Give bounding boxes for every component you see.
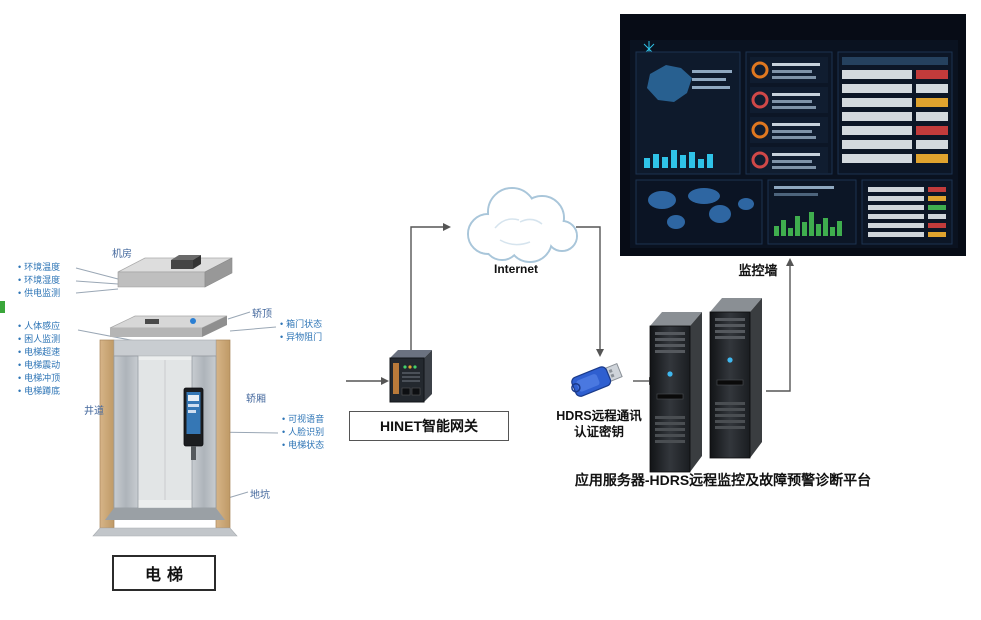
sensor-label: 可视语音 xyxy=(288,414,325,424)
sensor-label: 异物阻门 xyxy=(286,332,323,342)
wall-panel-worldmap xyxy=(635,179,763,245)
auth-key-label-line1: HDRS远程通讯 xyxy=(556,409,642,423)
door-label-list: 箱门状态 异物阻门 xyxy=(280,318,322,344)
sensor-item: 电梯状态 xyxy=(282,439,324,452)
monitoring-wall-image xyxy=(620,14,966,256)
bullet-icon xyxy=(18,372,21,385)
sensor-item: 人脸识别 xyxy=(282,426,324,439)
sensor-item: 电梯超速 xyxy=(18,346,60,359)
bullet-icon xyxy=(18,385,21,398)
sensor-label: 电梯冲顶 xyxy=(24,373,61,383)
wall-panel-list xyxy=(745,51,833,175)
door-panel-left xyxy=(113,355,139,509)
elevator-cab xyxy=(92,339,238,537)
gateway-port xyxy=(401,387,411,396)
gateway-port xyxy=(411,387,421,396)
shaft-sensor-list: 人体感应 困人监测 电梯超速 电梯震动 电梯冲顶 电梯蹲底 xyxy=(18,320,60,398)
internet-cloud-icon xyxy=(467,187,578,263)
sensor-item: 困人监测 xyxy=(18,333,60,346)
auth-key-label-line2: 认证密钥 xyxy=(573,425,624,439)
shaft-label: 井道 xyxy=(84,406,104,417)
car-label-list: 可视语音 人脸识别 电梯状态 xyxy=(282,413,324,452)
bullet-icon xyxy=(282,439,285,452)
sensor-item: 环境温度 xyxy=(18,261,60,274)
server-label: 应用服务器-HDRS远程监控及故障预警诊断平台 xyxy=(574,472,872,488)
usb-key-icon xyxy=(571,362,623,397)
sensor-item: 电梯蹲底 xyxy=(18,385,60,398)
bullet-icon xyxy=(282,426,285,439)
sensor-label: 电梯蹲底 xyxy=(24,386,61,396)
bullet-icon xyxy=(282,413,285,426)
pit-label: 地坑 xyxy=(250,490,270,501)
gateway-device xyxy=(389,350,432,403)
sensor-label: 箱门状态 xyxy=(286,319,323,329)
wall-panel-barchart xyxy=(767,179,857,245)
sensor-label: 电梯震动 xyxy=(24,360,61,370)
sensor-label: 电梯超速 xyxy=(24,347,61,357)
sensor-label: 电梯状态 xyxy=(288,440,325,450)
bullet-icon xyxy=(18,261,21,274)
bullet-icon xyxy=(18,346,21,359)
edge-artifact xyxy=(0,301,5,313)
gateway-label-box: HINET智能网关 xyxy=(349,411,509,441)
line-gateway-to-internet xyxy=(410,226,443,350)
bullet-icon xyxy=(18,287,21,300)
bullet-icon xyxy=(18,333,21,346)
server-tower-right xyxy=(709,298,762,459)
sensor-item: 供电监测 xyxy=(18,287,60,300)
server-towers-icon xyxy=(649,298,762,473)
wall-panel-table xyxy=(837,51,953,175)
sensor-item: 异物阻门 xyxy=(280,331,322,344)
bullet-icon xyxy=(18,274,21,287)
machine-room-slab xyxy=(117,255,233,288)
elevator-illustration xyxy=(92,255,238,537)
elevator-title-box: 电梯 xyxy=(112,555,216,591)
cab-floor xyxy=(105,508,225,520)
gateway-front-strip xyxy=(393,363,399,394)
sensor-label: 人脸识别 xyxy=(288,427,325,437)
hoist-machine xyxy=(171,255,201,269)
sensor-item: 人体感应 xyxy=(18,320,60,333)
sensor-label: 环境湿度 xyxy=(24,275,61,285)
sensor-item: 环境湿度 xyxy=(18,274,60,287)
cab-right-column xyxy=(215,339,231,529)
car-ceiling xyxy=(109,315,228,337)
bullet-icon xyxy=(18,320,21,333)
cab-base xyxy=(92,527,238,537)
sensor-item: 电梯冲顶 xyxy=(18,372,60,385)
internet-label: Internet xyxy=(493,262,538,276)
machine-room-label: 机房 xyxy=(112,249,132,260)
elevator-title: 电梯 xyxy=(144,567,189,584)
cab-display-screen xyxy=(183,387,204,460)
car-top-label: 轿顶 xyxy=(252,309,272,320)
sensor-label: 人体感应 xyxy=(24,321,61,331)
bullet-icon xyxy=(280,318,283,331)
cab-left-column xyxy=(99,339,115,529)
bullet-icon xyxy=(280,331,283,344)
sensor-label: 环境温度 xyxy=(24,262,61,272)
sensor-item: 可视语音 xyxy=(282,413,324,426)
cab-lintel xyxy=(113,339,217,357)
wall-panel-status xyxy=(861,179,953,245)
auth-key-label: HDRS远程通讯 认证密钥 xyxy=(547,408,651,440)
camera-dome xyxy=(190,318,196,324)
sensor-label: 供电监测 xyxy=(24,288,61,298)
wall-panel-map xyxy=(635,51,741,175)
bullet-icon xyxy=(18,359,21,372)
gateway-label: HINET智能网关 xyxy=(380,418,478,434)
server-tower-left xyxy=(649,312,702,473)
car-label: 轿厢 xyxy=(246,394,266,405)
sensor-item: 箱门状态 xyxy=(280,318,322,331)
machine-room-sensor-list: 环境温度 环境湿度 供电监测 xyxy=(18,261,60,300)
wall-label: 监控墙 xyxy=(738,263,778,278)
sensor-item: 电梯震动 xyxy=(18,359,60,372)
sensor-label: 困人监测 xyxy=(24,334,61,344)
